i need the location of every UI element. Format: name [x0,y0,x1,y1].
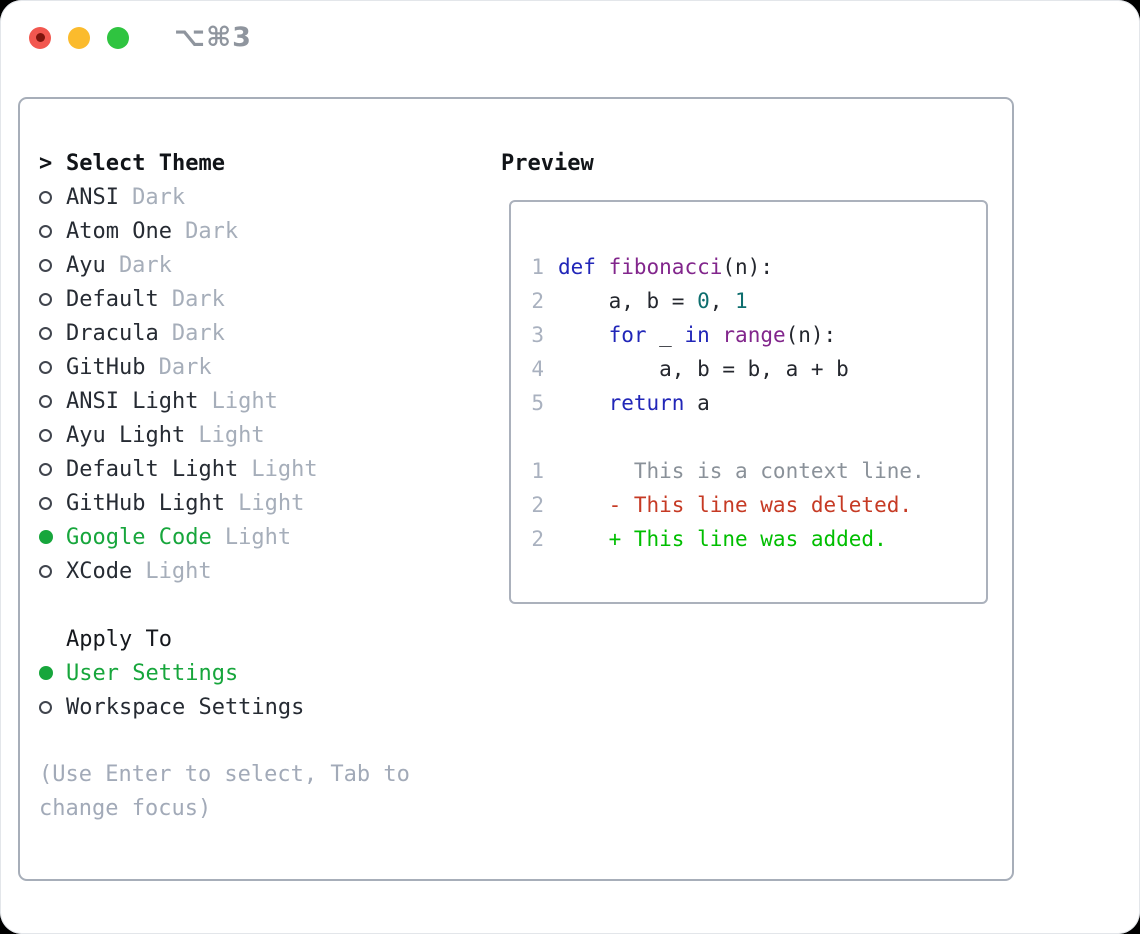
diff-line-deleted: 2 - This line was deleted. [531,493,913,517]
diff-line-added: 2 + This line was added. [531,527,887,551]
radio-unselected-icon [39,462,52,476]
apply-to-header: Apply To [39,622,479,656]
theme-name: Dracula [66,320,159,346]
radio-unselected-icon [39,292,52,306]
code-line: 3 for _ in range(n): [531,323,837,347]
theme-variant: Dark [132,184,186,210]
radio-unselected-icon [39,700,52,714]
code-line: 4 a, b = b, a + b [531,357,849,381]
section-gap [39,724,479,758]
select-theme-header: > Select Theme [39,146,479,180]
theme-option-default-dark[interactable]: Default Dark [39,282,479,316]
theme-name: Default [66,286,159,312]
theme-name: ANSI Light [66,388,199,414]
apply-to-title: Apply To [66,626,172,652]
theme-option-github-dark[interactable]: GitHub Dark [39,350,479,384]
theme-option-ansi-light-light[interactable]: ANSI Light Light [39,384,479,418]
zoom-button[interactable] [107,26,129,49]
theme-option-xcode-light[interactable]: XCode Light [39,554,479,588]
theme-variant: Light [145,558,212,584]
section-gap [39,588,479,622]
line-number: 2 [531,289,544,313]
theme-option-google-code-light[interactable]: Google Code Light [39,520,479,554]
line-number: 5 [531,391,544,415]
theme-option-default-light-light[interactable]: Default Light Light [39,452,479,486]
theme-variant: Dark [171,320,225,346]
line-number: 2 [531,527,544,551]
radio-unselected-icon [39,224,52,238]
theme-option-dracula-dark[interactable]: Dracula Dark [39,316,479,350]
blank-line [531,420,986,454]
selection-prompt: > [39,150,53,176]
radio-unselected-icon [39,258,52,272]
apply-option-user-settings[interactable]: User Settings [39,656,479,690]
radio-unselected-icon [39,360,52,374]
diff-sample: 1 This is a context line. 2 - This line w… [531,454,986,556]
theme-name: Atom One [66,218,172,244]
theme-option-ayu-light-light[interactable]: Ayu Light Light [39,418,479,452]
apply-option-workspace-settings[interactable]: Workspace Settings [39,690,479,724]
theme-option-atom-one-dark[interactable]: Atom One Dark [39,214,479,248]
window-title: ⌥⌘3 [174,22,252,53]
code-line: 5 return a [531,391,710,415]
line-number: 4 [531,357,544,381]
radio-unselected-icon [39,394,52,408]
theme-variant: Dark [118,252,172,278]
theme-option-github-light-light[interactable]: GitHub Light Light [39,486,479,520]
close-dot-icon [35,33,45,42]
select-theme-title: Select Theme [66,150,225,176]
line-number: 1 [531,459,544,483]
close-button[interactable] [29,26,51,49]
preview-title: Preview [501,150,594,176]
theme-name: GitHub [66,354,146,380]
line-number: 3 [531,323,544,347]
titlebar: ⌥⌘3 [0,0,1140,75]
theme-variant: Light [251,456,318,482]
minimize-button[interactable] [68,26,90,49]
theme-variant: Light [198,422,265,448]
diff-line-context: 1 This is a context line. [531,459,925,483]
radio-unselected-icon [39,190,52,204]
theme-name: ANSI [66,184,119,210]
theme-name: GitHub Light [66,490,225,516]
theme-name: XCode [66,558,133,584]
radio-unselected-icon [39,428,52,442]
line-number: 1 [531,255,544,279]
radio-selected-icon [39,530,53,544]
theme-name: Ayu [66,252,106,278]
theme-name: Google Code [66,524,212,550]
radio-unselected-icon [39,564,52,578]
theme-variant: Dark [171,286,225,312]
theme-variant: Dark [158,354,212,380]
theme-variant: Light [224,524,292,550]
apply-option-label: User Settings [66,660,239,686]
theme-variant: Light [238,490,305,516]
radio-selected-icon [39,666,53,680]
radio-unselected-icon [39,496,52,510]
line-number: 2 [531,493,544,517]
theme-name: Default Light [66,456,239,482]
theme-variant: Light [211,388,278,414]
radio-unselected-icon [39,326,52,340]
theme-option-ayu-dark[interactable]: Ayu Dark [39,248,479,282]
hint-text: (Use Enter to select, Tab to change focu… [39,762,410,821]
theme-name: Ayu Light [66,422,186,448]
code-line: 2 a, b = 0, 1 [531,289,748,313]
theme-option-ansi-dark[interactable]: ANSI Dark [39,180,479,214]
theme-variant: Dark [185,218,239,244]
apply-option-label: Workspace Settings [66,694,305,720]
